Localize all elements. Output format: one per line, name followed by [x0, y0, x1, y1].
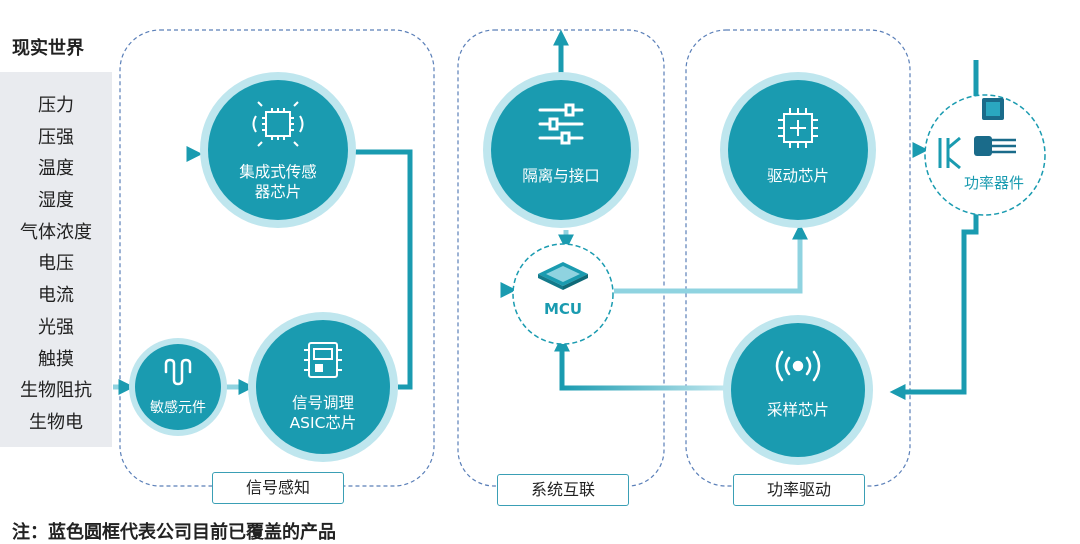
- connector-mcu-driver: [614, 223, 809, 294]
- integrated-sensor-label: 集成式传感 器芯片: [218, 162, 338, 202]
- zigzag-resistor-icon: [164, 358, 192, 386]
- node-sensitive-element-circle: [129, 338, 227, 436]
- isolation-label: 隔离与接口: [522, 167, 600, 185]
- real-world-inputs-panel: 压力 压强 温度 湿度 气体浓度 电压 电流 光强 触摸 生物阻抗 生物电: [0, 72, 112, 447]
- wireless-signal-icon: [775, 350, 821, 382]
- input-item: 电流: [38, 285, 74, 307]
- node-asic-circle: [248, 312, 398, 462]
- input-item: 湿度: [38, 190, 74, 212]
- asic-chip-icon: [304, 342, 342, 378]
- system-group-label: 系统互联: [497, 474, 629, 506]
- power-transistor-icon: [938, 98, 1016, 170]
- driver-label: 驱动芯片: [766, 167, 829, 185]
- microchip-icon: [538, 262, 588, 290]
- integrated-sensor-label-line1: 集成式传感: [239, 163, 317, 181]
- signal-group-label: 信号感知: [212, 472, 344, 504]
- connector-asic-bus: [398, 290, 413, 390]
- sampling-label: 采样芯片: [766, 401, 829, 419]
- integrated-sensor-label-line2: 器芯片: [254, 183, 302, 201]
- asic-label-line1: 信号调理: [291, 394, 354, 412]
- mcu-label: MCU: [543, 300, 583, 318]
- node-mcu-circle: [512, 243, 614, 345]
- input-item: 生物阻抗: [20, 380, 92, 402]
- sensitive-element-label: 敏感元件: [150, 400, 206, 416]
- sliders-icon: [538, 103, 584, 145]
- input-item: 气体浓度: [20, 221, 92, 243]
- input-item: 光强: [38, 316, 74, 338]
- power-group-label: 功率驱动: [733, 474, 865, 506]
- input-item: 压力: [38, 95, 74, 116]
- sensor-chip-icon: [252, 101, 304, 147]
- cpu-plus-icon: [778, 108, 818, 148]
- node-isolation-circle: [483, 72, 639, 228]
- connector-sensor-bus: [354, 149, 413, 290]
- node-integrated-sensor-circle: [200, 72, 356, 228]
- power-device-label: 功率器件: [963, 174, 1024, 192]
- asic-label-line2: ASIC芯片: [289, 414, 357, 432]
- footnote: 注：蓝色圆框代表公司目前已覆盖的产品: [12, 522, 336, 543]
- signal-group-frame: [119, 29, 435, 487]
- node-driver-circle: [720, 72, 876, 228]
- real-world-inputs-list: 压力 压强 温度 湿度 气体浓度 电压 电流 光强 触摸 生物阻抗 生物电: [0, 90, 112, 439]
- input-item: 电压: [38, 253, 74, 275]
- connector-sampling-mcu: [553, 335, 724, 391]
- asic-label: 信号调理 ASIC芯片: [263, 393, 383, 433]
- input-item: 压强: [38, 126, 74, 148]
- real-world-title: 现实世界: [12, 38, 84, 59]
- input-item: 温度: [38, 158, 74, 180]
- input-item: 触摸: [38, 348, 74, 370]
- input-item: 生物电: [29, 411, 83, 433]
- node-sampling-circle: [723, 315, 873, 465]
